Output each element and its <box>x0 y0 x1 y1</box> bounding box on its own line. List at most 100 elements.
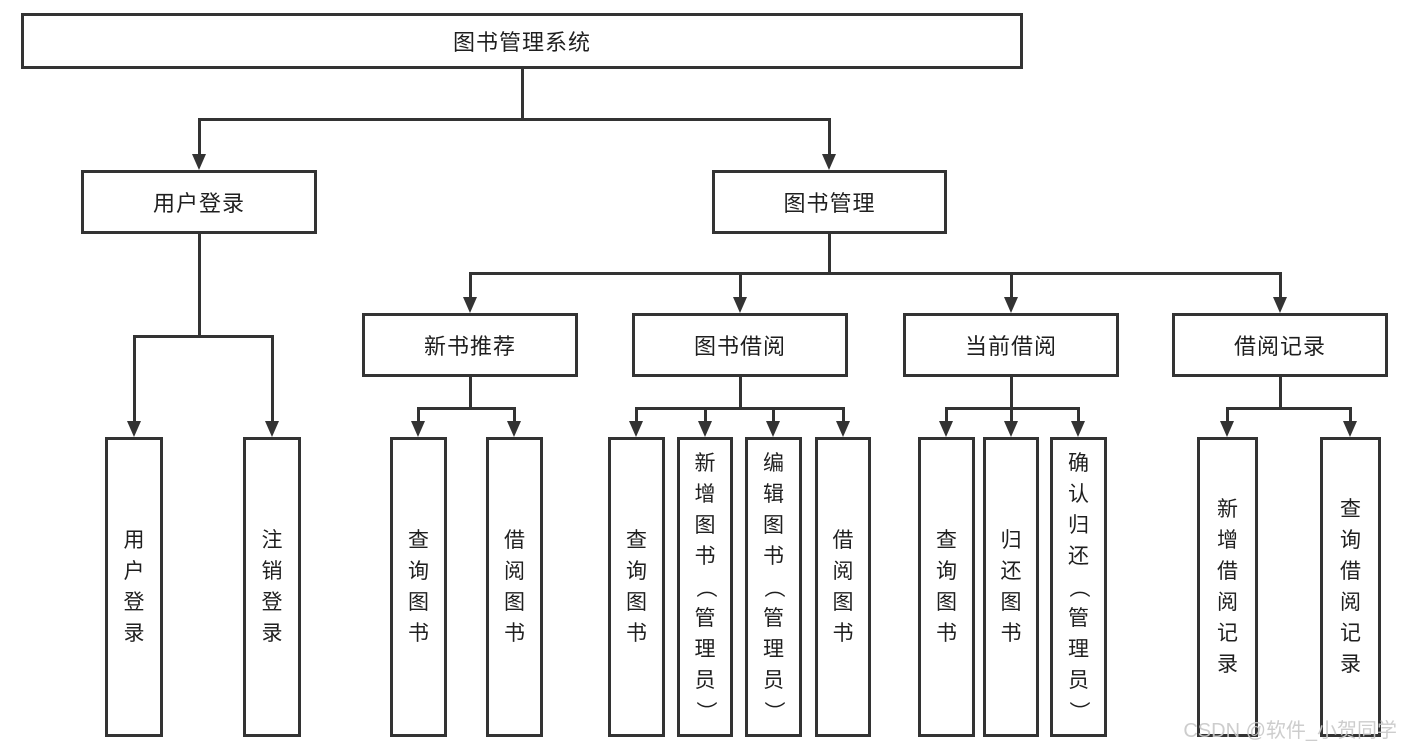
node-user-login-label: 用户登录 <box>152 191 245 216</box>
arrow-down-icon <box>1273 297 1287 313</box>
vertical-char: 书 <box>694 544 716 568</box>
vertical-char: 图 <box>504 591 525 614</box>
node-current-borrowing-label: 当前借阅 <box>964 334 1057 359</box>
vertical-char: 借 <box>1340 560 1361 583</box>
csdn-watermark: CSDN @软件_小贺同学 <box>1183 720 1397 742</box>
vertical-char: 图 <box>694 513 716 537</box>
vertical-char: 图 <box>626 591 647 614</box>
vertical-char: 阅 <box>832 560 854 583</box>
vertical-char: 查 <box>408 529 429 552</box>
connector-line <box>469 377 472 409</box>
vertical-char: （ <box>693 576 717 598</box>
vertical-char: 借 <box>504 529 525 552</box>
vertical-char: 查 <box>936 529 957 552</box>
vertical-char: 理 <box>1068 637 1089 661</box>
connector-line <box>1010 272 1013 300</box>
vertical-char: 户 <box>123 560 145 583</box>
arrow-down-icon <box>265 421 279 437</box>
node-book-borrowing-label: 图书借阅 <box>693 334 786 359</box>
vertical-char: （ <box>762 576 785 598</box>
connector-line <box>1226 407 1229 423</box>
vertical-char: 管 <box>1068 606 1089 630</box>
arrow-down-icon <box>411 421 425 437</box>
vertical-char: 录 <box>123 622 145 645</box>
leaf-logout: 注销登录 <box>243 437 301 737</box>
arrow-down-icon <box>1004 297 1018 313</box>
vertical-char: 图 <box>832 591 854 614</box>
vertical-char: 编 <box>763 451 784 475</box>
connector-line <box>1279 377 1282 409</box>
node-book-management: 图书管理 <box>712 170 947 234</box>
vertical-char: ） <box>1067 700 1090 722</box>
vertical-char: 确 <box>1068 451 1089 475</box>
node-borrowing-records-label: 借阅记录 <box>1233 334 1326 359</box>
arrow-down-icon <box>822 154 836 170</box>
vertical-char: 记 <box>1340 622 1361 645</box>
leaf-query-borrow-record: 查询借阅记录 <box>1320 437 1381 737</box>
leaf-query-books-current: 查询图书 <box>918 437 975 737</box>
vertical-char: 借 <box>1217 560 1238 583</box>
vertical-char: 书 <box>408 622 429 645</box>
vertical-char: 查 <box>1340 498 1361 521</box>
connector-line <box>417 407 516 410</box>
leaf-return-books: 归还图书 <box>983 437 1039 737</box>
connector-line <box>198 118 830 121</box>
leaf-add-borrow-record: 新增借阅记录 <box>1197 437 1258 737</box>
node-root-label: 图书管理系统 <box>452 30 591 55</box>
node-book-management-label: 图书管理 <box>783 191 876 216</box>
vertical-char: 询 <box>1340 529 1361 552</box>
arrow-down-icon <box>733 297 747 313</box>
node-book-borrowing: 图书借阅 <box>632 313 848 377</box>
connector-line <box>198 234 201 336</box>
leaf-query-books-borrow: 查询图书 <box>608 437 665 737</box>
vertical-char: 询 <box>626 560 647 583</box>
arrow-down-icon <box>698 421 712 437</box>
connector-line <box>828 234 831 274</box>
connector-line <box>945 407 948 423</box>
leaf-confirm-return-admin: 确认归还（管理员） <box>1050 437 1107 737</box>
vertical-char: 书 <box>936 622 957 645</box>
vertical-char: 书 <box>763 544 784 568</box>
leaf-add-books-admin: 新增图书 （ 管理员 ） <box>677 437 733 737</box>
leaf-query-books-recommend: 查询图书 <box>390 437 447 737</box>
vertical-char: 辑 <box>763 482 784 506</box>
connector-line <box>1349 407 1352 423</box>
vertical-char: （ <box>1067 576 1090 598</box>
connector-line <box>417 407 420 423</box>
vertical-char: 管 <box>763 606 784 630</box>
arrow-down-icon <box>766 421 780 437</box>
vertical-char: 用 <box>123 529 145 552</box>
connector-line <box>635 407 843 410</box>
connector-line <box>1010 377 1013 409</box>
arrow-down-icon <box>463 297 477 313</box>
vertical-char: 员 <box>694 668 716 692</box>
vertical-char: 录 <box>1217 653 1238 676</box>
vertical-char: ） <box>693 700 717 722</box>
vertical-char: 书 <box>626 622 647 645</box>
connector-line <box>704 407 707 423</box>
vertical-char: 新 <box>694 451 716 475</box>
connector-line <box>739 272 742 300</box>
arrow-down-icon <box>1071 421 1085 437</box>
vertical-char: 查 <box>626 529 647 552</box>
arrow-down-icon <box>629 421 643 437</box>
vertical-char: 理 <box>694 637 716 661</box>
connector-line <box>635 407 638 423</box>
vertical-char: 阅 <box>504 560 525 583</box>
node-new-book-recommend-label: 新书推荐 <box>423 334 516 359</box>
vertical-char: 图 <box>936 591 957 614</box>
vertical-char: 图 <box>763 513 784 537</box>
vertical-char: 录 <box>1340 653 1361 676</box>
vertical-char: 认 <box>1068 482 1089 506</box>
vertical-char: 增 <box>694 482 716 506</box>
vertical-char: 还 <box>1000 560 1022 583</box>
node-new-book-recommend: 新书推荐 <box>362 313 578 377</box>
vertical-char: 增 <box>1217 529 1238 552</box>
arrow-down-icon <box>1343 421 1357 437</box>
connector-line <box>271 335 274 423</box>
vertical-char: 管 <box>694 606 716 630</box>
vertical-char: 书 <box>832 622 854 645</box>
connector-line <box>1077 407 1080 423</box>
vertical-char: 还 <box>1068 544 1089 568</box>
